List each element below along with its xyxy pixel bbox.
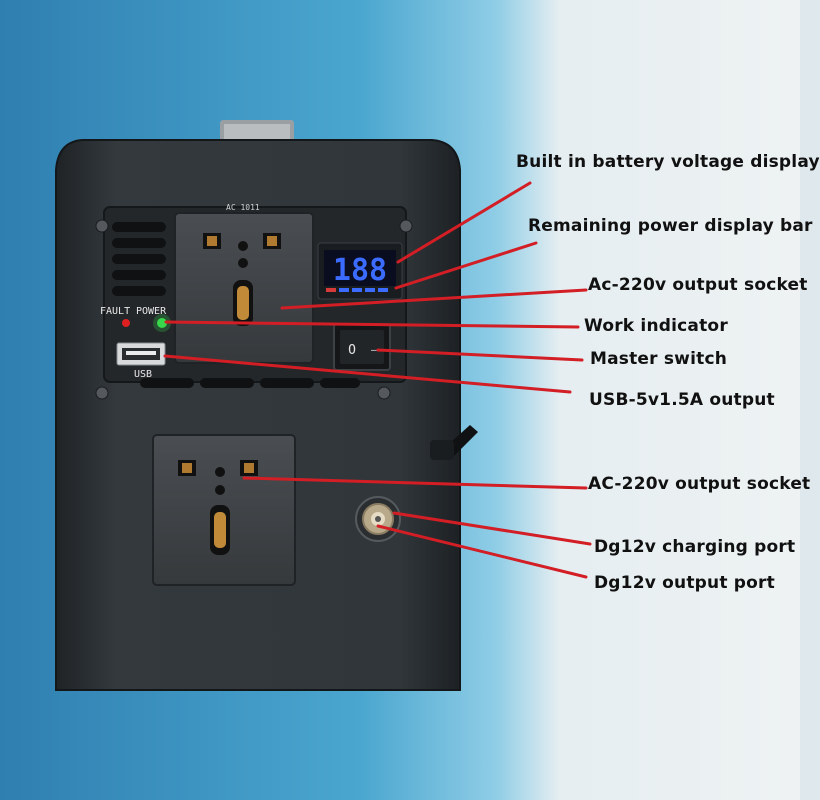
panel-top-text: AC 1011 — [226, 203, 260, 212]
remaining-power-bar — [326, 288, 388, 292]
switch-on-symbol: — — [371, 345, 378, 356]
callout-lines — [163, 181, 592, 579]
screw-bottom-right — [377, 386, 391, 400]
power-led — [157, 318, 167, 328]
ac-socket-upper — [174, 212, 314, 364]
switch-off-symbol: O — [348, 343, 356, 358]
screw-bottom-left — [95, 386, 109, 400]
power-station-photo: AC 1011 188 O — FAULT POWER — [0, 0, 800, 800]
usb-port — [116, 342, 166, 366]
fault-led — [122, 319, 130, 327]
ac-socket-lower — [152, 434, 296, 586]
voltage-display: 188 — [317, 242, 403, 300]
screw-top-right — [399, 219, 413, 233]
fault-label: FAULT — [100, 306, 130, 317]
usb-label: USB — [134, 369, 152, 380]
power-label: POWER — [136, 306, 167, 317]
display-reading: 188 — [333, 253, 387, 288]
screw-top-left — [95, 219, 109, 233]
ground-knob — [430, 425, 478, 460]
master-switch[interactable]: O — — [333, 323, 391, 371]
dc-port — [355, 496, 401, 542]
vent-slots — [112, 222, 360, 388]
